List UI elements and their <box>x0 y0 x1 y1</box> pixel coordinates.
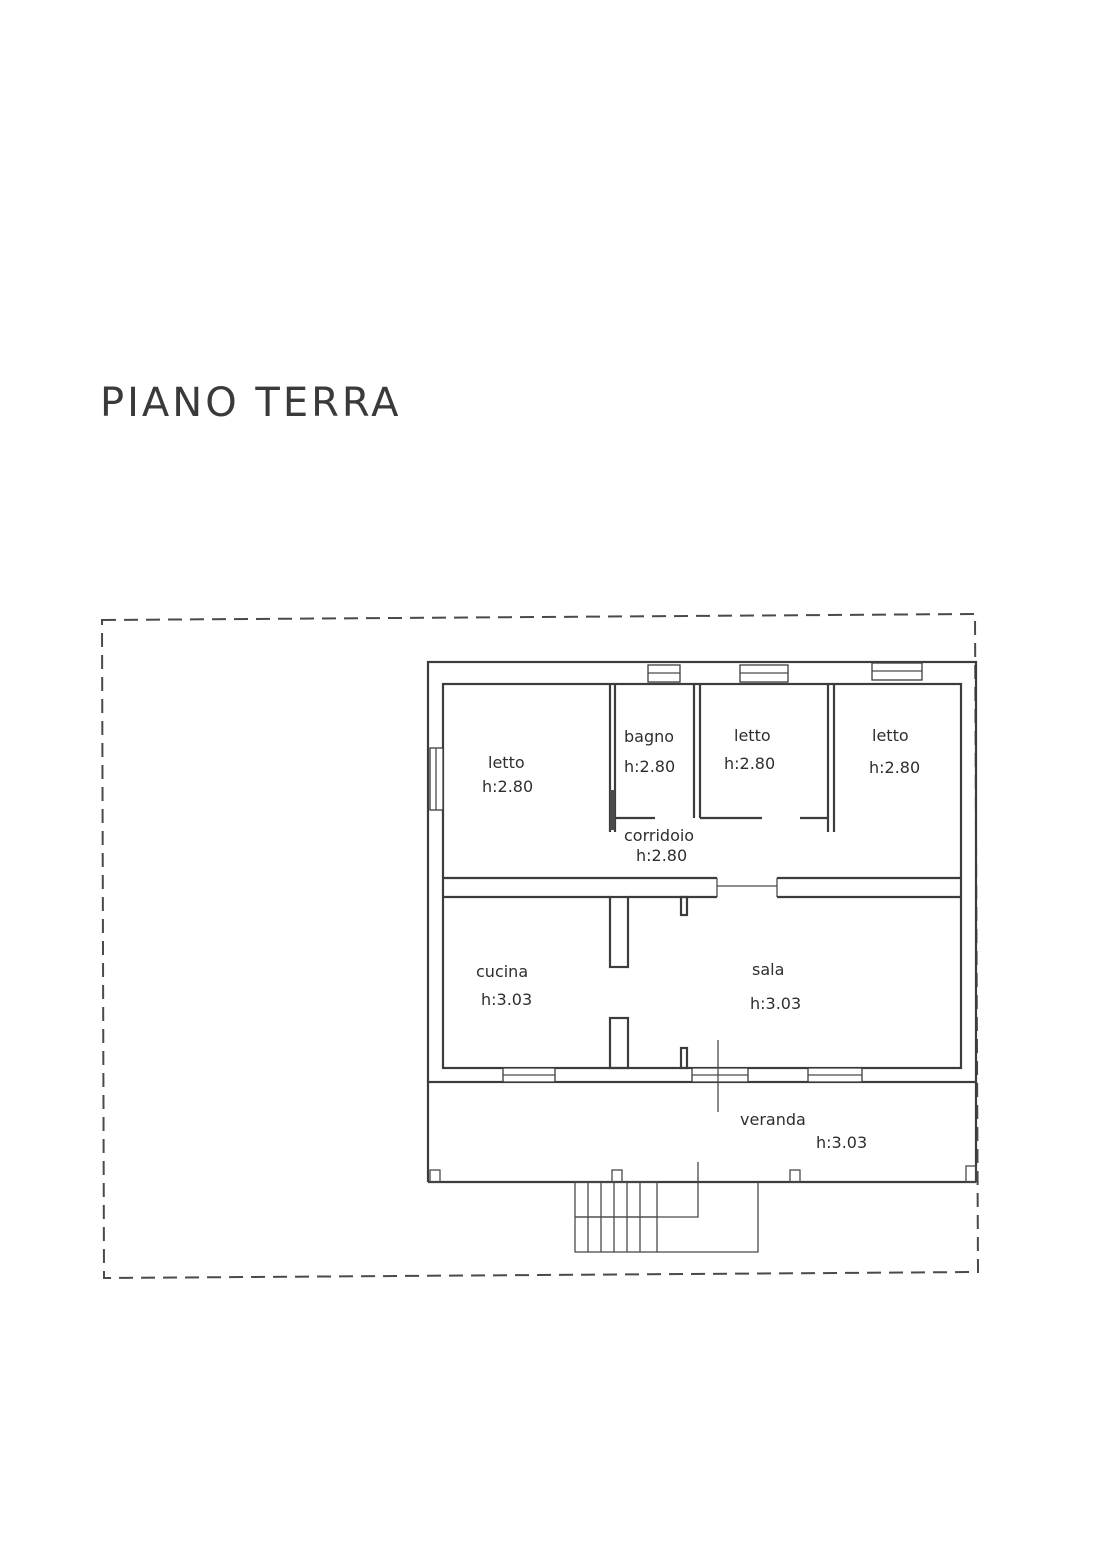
room-letto-1-height: h:2.80 <box>482 777 533 796</box>
room-letto-1-name: letto <box>488 753 525 772</box>
room-corridoio-height: h:2.80 <box>636 846 687 865</box>
veranda <box>426 1082 978 1184</box>
room-cucina-height: h:3.03 <box>481 990 532 1009</box>
pier-kitchen-bottom <box>608 1016 630 1070</box>
sheet-title: PIANO TERRA <box>100 380 401 426</box>
room-letto-2-height: h:2.80 <box>724 754 775 773</box>
stair-landing <box>657 1182 759 1253</box>
room-letto-2-name: letto <box>734 726 771 745</box>
pier-kitchen-top <box>608 895 630 969</box>
outer-wall-outer <box>426 660 978 1084</box>
room-letto-3-name: letto <box>872 726 909 745</box>
stair-arrow <box>575 1162 699 1218</box>
room-corridoio-name: corridoio <box>624 826 694 845</box>
pillar-3 <box>789 1169 801 1183</box>
stub-sala-top <box>679 895 689 917</box>
plot-boundary <box>100 612 980 1280</box>
house-outline <box>426 660 978 1112</box>
room-bagno-height: h:2.80 <box>624 757 675 776</box>
door-leaf-bagno <box>610 790 615 830</box>
room-veranda-name: veranda <box>740 1110 806 1129</box>
entrance-stairs <box>574 1162 759 1253</box>
room-veranda-height: h:3.03 <box>816 1133 867 1152</box>
room-letto-3-height: h:2.80 <box>869 758 920 777</box>
pillar-4 <box>965 1165 977 1183</box>
pillar-1 <box>429 1169 441 1183</box>
room-sala-height: h:3.03 <box>750 994 801 1013</box>
room-cucina-name: cucina <box>476 962 528 981</box>
room-sala-name: sala <box>752 960 784 979</box>
stub-sala-bottom <box>679 1046 689 1070</box>
pillar-2 <box>611 1169 623 1183</box>
room-bagno-name: bagno <box>624 727 674 746</box>
